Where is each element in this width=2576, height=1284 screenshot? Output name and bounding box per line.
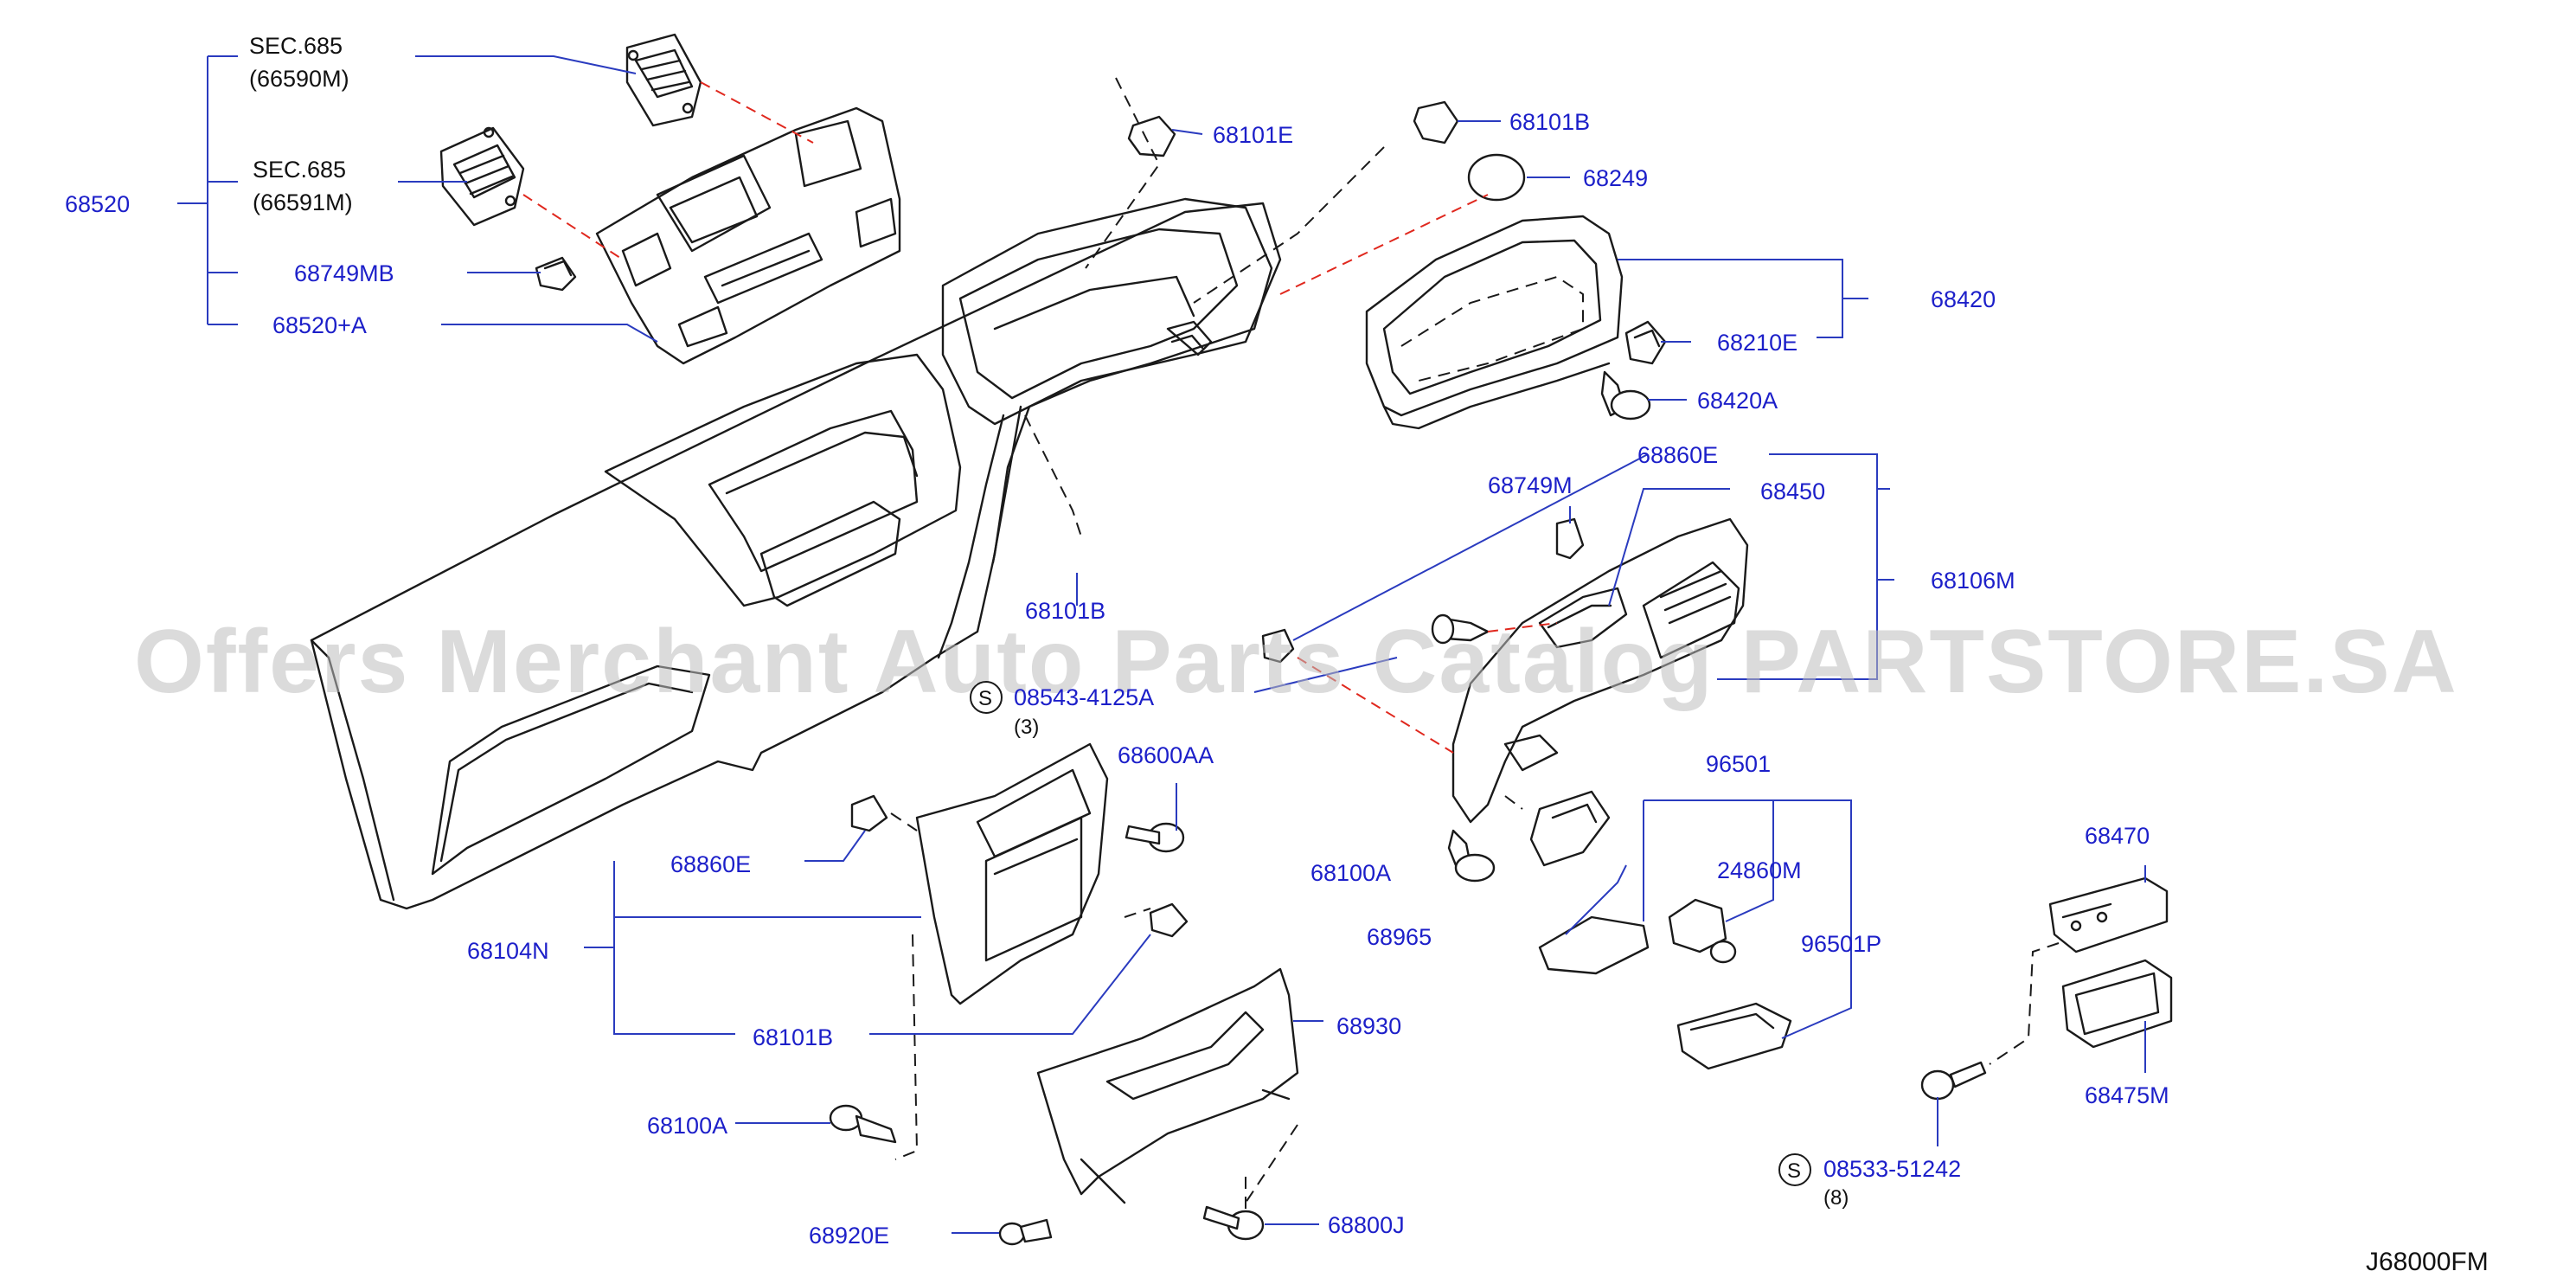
instrument-panel-drawing [310, 197, 1282, 910]
watermark: Offers Merchant Auto Parts Catalog PARTS… [134, 612, 2458, 712]
label-68800j[interactable]: 68800J [1328, 1212, 1405, 1238]
label-68475m[interactable]: 68475M [2085, 1082, 2169, 1108]
finisher-68106m-drawing [1451, 517, 1749, 824]
label-68965[interactable]: 68965 [1367, 924, 1432, 950]
label-68100a-left[interactable]: 68100A [647, 1113, 727, 1139]
label-68249[interactable]: 68249 [1583, 165, 1648, 191]
label-68600aa[interactable]: 68600AA [1118, 742, 1214, 768]
under-cover-68930-drawing [1036, 967, 1299, 1204]
meter-hood-68420-drawing [1365, 215, 1624, 430]
screw-08543-s-symbol [970, 681, 1003, 714]
lower-cover-68104n-drawing [915, 742, 1109, 1005]
clip-68749m-drawing [1555, 517, 1585, 560]
fasteners-left-drawing [829, 794, 1265, 1246]
label-68420a[interactable]: 68420A [1697, 388, 1778, 414]
label-08543-4125a[interactable]: 08543-4125A [1014, 684, 1154, 710]
assembly-lines [522, 81, 1558, 754]
label-08533-51242[interactable]: 08533-51242 [1823, 1156, 1961, 1182]
clip-68860e-right-drawing [1261, 628, 1295, 664]
bracket-68450-drawing [1538, 587, 1628, 649]
label-sec-685-a[interactable]: SEC.685 [249, 33, 343, 59]
label-68860e-left[interactable]: 68860E [670, 851, 751, 877]
label-68860e-right[interactable]: 68860E [1637, 442, 1718, 468]
label-68450[interactable]: 68450 [1760, 478, 1825, 504]
vent-66590m-drawing [625, 33, 702, 127]
screw-08543-s-letter: S [978, 687, 992, 710]
label-sec-685-b-code: (66591M) [253, 189, 353, 215]
clip-68101b-top-drawing [1413, 100, 1459, 144]
label-sec-685-a-code: (66590M) [249, 66, 349, 92]
clip-68210e-drawing [1624, 320, 1667, 365]
label-sec-685-b[interactable]: SEC.685 [253, 157, 346, 183]
screw-08533-s-symbol [1778, 1153, 1811, 1186]
callout-labels: SEC.685 (66590M) SEC.685 (66591M) 68520 … [65, 33, 2169, 1249]
label-96501[interactable]: 96501 [1706, 751, 1771, 777]
cap-68249-drawing [1467, 153, 1526, 202]
label-68106m[interactable]: 68106M [1931, 568, 2015, 594]
label-68104n[interactable]: 68104N [467, 938, 549, 964]
hidden-lines [890, 77, 2060, 1211]
brackets-68470-68475m-drawing [1920, 876, 2173, 1101]
label-68100a-right[interactable]: 68100A [1310, 860, 1391, 886]
label-68101b-mid[interactable]: 68101B [1025, 598, 1105, 624]
leader-lines [177, 55, 2146, 1234]
label-68210e[interactable]: 68210E [1717, 330, 1797, 356]
diagram-reference-code: J68000FM [2366, 1248, 2489, 1276]
vent-66591m-drawing [439, 126, 525, 227]
clip-68101e-drawing [1127, 115, 1176, 157]
label-68101b-top[interactable]: 68101B [1509, 109, 1590, 135]
label-68920e[interactable]: 68920E [809, 1223, 889, 1249]
label-68520a[interactable]: 68520+A [272, 312, 367, 338]
ashtray-96501-drawing [1538, 898, 1792, 1070]
label-68749mb[interactable]: 68749MB [294, 260, 394, 286]
label-24860m[interactable]: 24860M [1717, 857, 1802, 883]
label-68420[interactable]: 68420 [1931, 286, 1996, 312]
label-68470[interactable]: 68470 [2085, 823, 2150, 849]
label-68101e[interactable]: 68101E [1213, 122, 1293, 148]
label-68749m[interactable]: 68749M [1488, 472, 1573, 498]
label-68930[interactable]: 68930 [1336, 1013, 1401, 1039]
pocket-68965-drawing [1529, 790, 1611, 867]
label-08543-qty: (3) [1014, 716, 1039, 739]
screw-68420a-drawing [1600, 370, 1651, 421]
label-68520[interactable]: 68520 [65, 191, 130, 217]
screw-08543-drawing [1431, 613, 1490, 645]
screw-68100a-right-drawing [1447, 829, 1496, 883]
cluster-lid-drawing [595, 106, 901, 365]
label-68101b-low[interactable]: 68101B [753, 1024, 833, 1050]
label-08533-qty: (8) [1823, 1186, 1849, 1210]
clip-68749mb-drawing [535, 256, 577, 292]
label-96501p[interactable]: 96501P [1801, 931, 1881, 957]
screw-08533-s-letter: S [1787, 1159, 1801, 1183]
